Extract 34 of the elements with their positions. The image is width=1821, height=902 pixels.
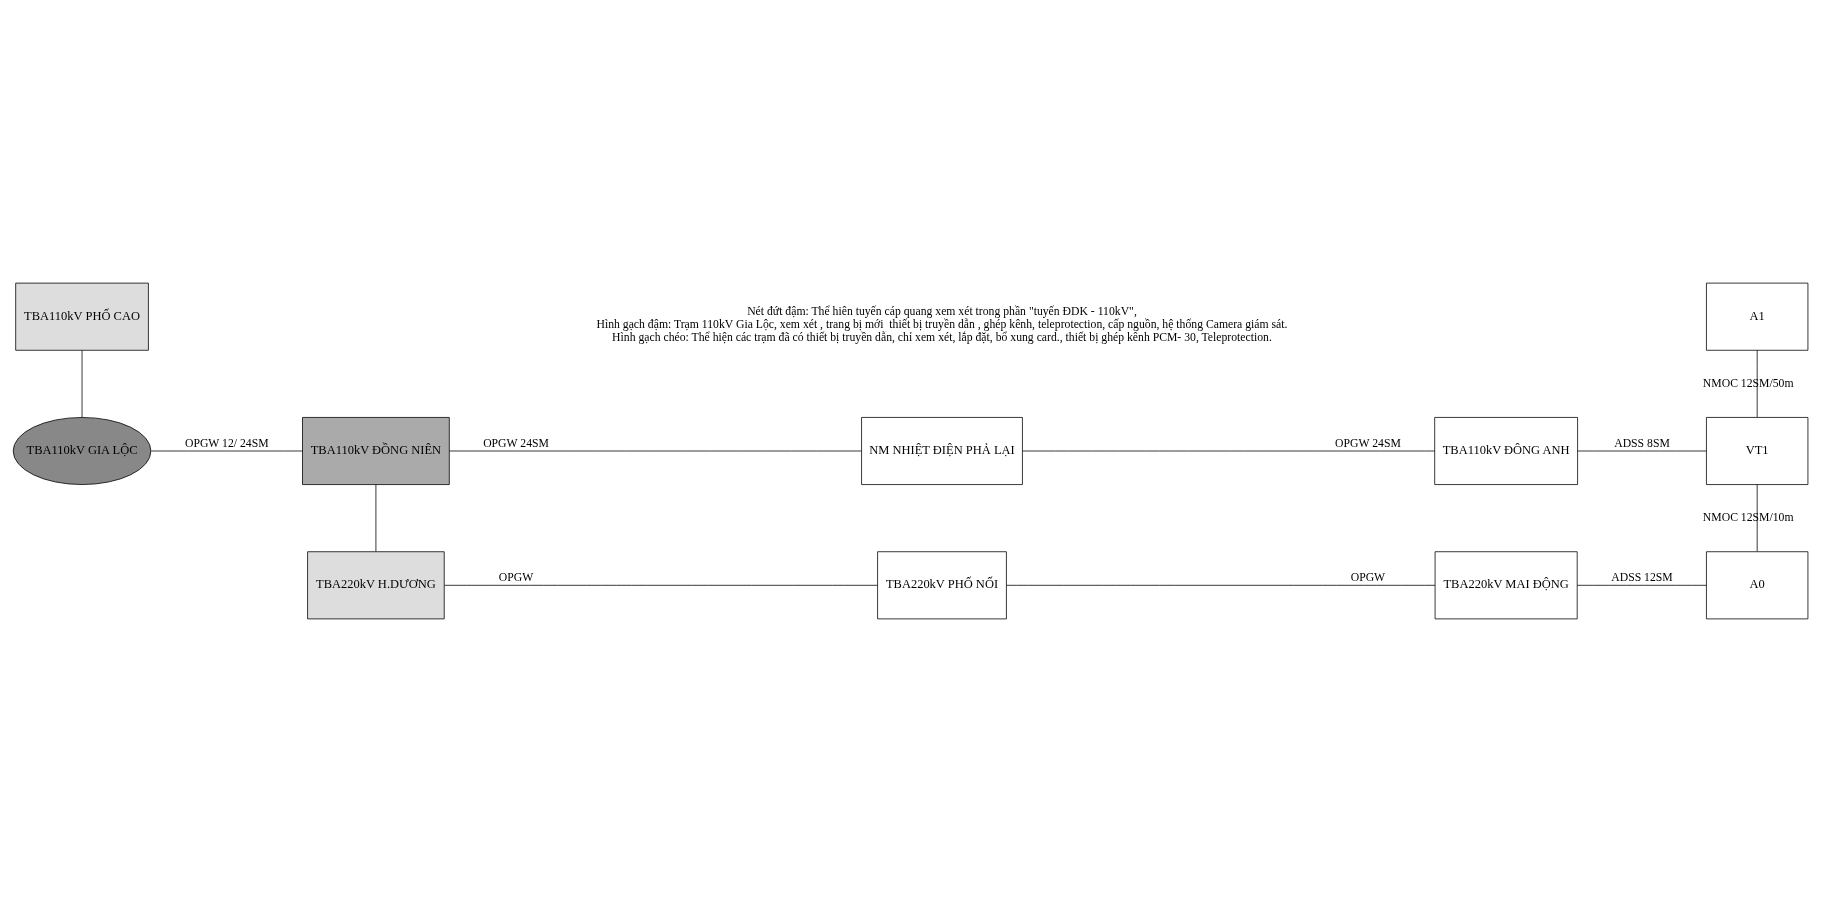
edge-label: OPGW 24SM — [483, 437, 549, 451]
connector — [448, 450, 862, 452]
node-box: A0 — [1706, 551, 1809, 620]
connector — [1577, 450, 1707, 452]
edge-label: OPGW — [498, 571, 534, 585]
edge-label: OPGW 24SM — [1335, 437, 1401, 451]
node-box: TBA220kV PHỐ NỐI — [877, 551, 1007, 620]
node-box: TBA110kV PHỐ CAO — [15, 282, 149, 351]
node-ellipse: TBA110kV GIA LỘC — [12, 417, 152, 485]
edge-label: ADSS 8SM — [1614, 437, 1670, 451]
connector — [150, 450, 303, 452]
label: Hình gạch đậm: Trạm 110kV Gia Lộc, xem xét , trang bị mới thiết bị truyền dẫn , ghép kênh, teleprotection, cấp nguồn, hệ thống Camera giám sát. — [596, 318, 1288, 332]
connector — [1756, 484, 1758, 552]
node-box: TBA220kV H.DƯƠNG — [307, 551, 445, 620]
connector — [1577, 584, 1707, 586]
connector — [81, 349, 83, 418]
connector — [375, 484, 377, 552]
connector — [1022, 450, 1436, 452]
node-box: VT1 — [1706, 417, 1809, 485]
connector — [444, 584, 878, 586]
edge-label: NMOC 12SM/10m — [1702, 510, 1794, 524]
connector — [1756, 349, 1758, 418]
node-box: TBA110kV ĐỒNG NIÊN — [302, 417, 450, 485]
node-box: A1 — [1706, 282, 1809, 351]
edge-label: OPGW — [1350, 571, 1386, 585]
edge-label: OPGW 12/ 24SM — [184, 437, 269, 451]
node-box: TBA220kV MAI ĐỘNG — [1434, 551, 1578, 620]
label: Hình gạch chéo: Thể hiện các trạm đã có thiết bị truyền dẫn, chỉ xem xét, lắp đặt, bổ xung card., thiết bị ghép kênh PCM- 30, Teleprotection. — [612, 331, 1272, 345]
edge-label: ADSS 12SM — [1611, 571, 1673, 585]
connector — [1006, 584, 1436, 586]
node-box: NM NHIỆT ĐIỆN PHẢ LẠI — [861, 417, 1023, 485]
edge-label: NMOC 12SM/50m — [1702, 376, 1794, 390]
label: Nét đứt đậm: Thể hiên tuyến cáp quang xem xét trong phần "tuyến ĐDK - 110kV", — [747, 304, 1137, 318]
node-box: TBA110kV ĐÔNG ANH — [1434, 417, 1578, 485]
